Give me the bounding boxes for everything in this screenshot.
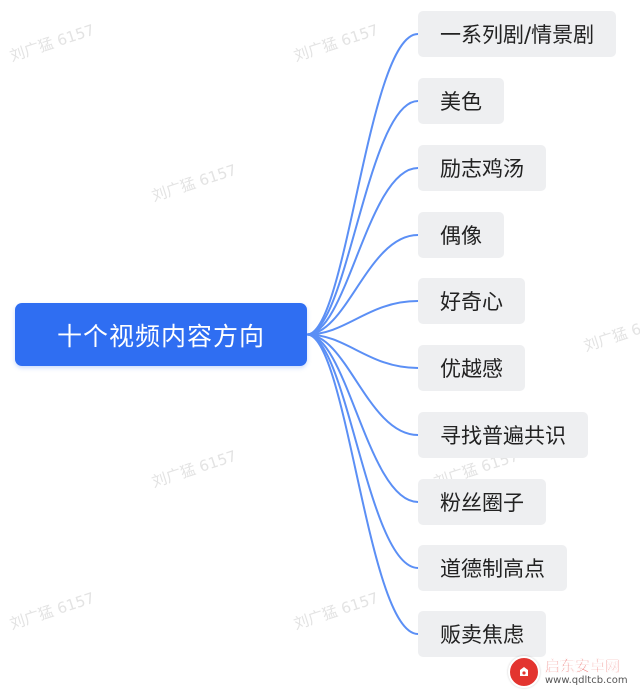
site-logo-name: 启东安卓网 bbox=[545, 656, 621, 675]
subtopic-node-series-drama[interactable]: 一系列剧/情景剧 bbox=[418, 11, 617, 57]
subtopic-label: 粉丝圈子 bbox=[440, 491, 524, 515]
subtopic-node-superiority[interactable]: 优越感 bbox=[418, 345, 525, 391]
subtopic-node-idol[interactable]: 偶像 bbox=[418, 212, 504, 258]
subtopic-label: 贩卖焦虑 bbox=[440, 623, 524, 647]
subtopic-label: 美色 bbox=[440, 90, 482, 114]
subtopic-node-selling-anxiety[interactable]: 贩卖焦虑 bbox=[418, 611, 546, 657]
subtopic-node-inspirational[interactable]: 励志鸡汤 bbox=[418, 145, 546, 191]
site-logo-icon bbox=[508, 656, 540, 688]
connector-line-5 bbox=[306, 333, 419, 369]
site-logo-url: www.qdltcb.com bbox=[545, 674, 628, 686]
subtopic-label: 偶像 bbox=[440, 224, 482, 248]
subtopic-label: 道德制高点 bbox=[440, 557, 545, 581]
connector-line-1 bbox=[306, 100, 419, 336]
subtopic-node-common-ground[interactable]: 寻找普遍共识 bbox=[418, 412, 588, 458]
subtopic-label: 寻找普遍共识 bbox=[440, 424, 566, 448]
connector-line-6 bbox=[306, 333, 419, 436]
site-logo: 启东安卓网 www.qdltcb.com bbox=[508, 656, 628, 688]
connector-line-9 bbox=[306, 333, 419, 635]
connector-line-8 bbox=[306, 333, 419, 569]
connector-line-4 bbox=[306, 300, 419, 336]
connector-line-3 bbox=[306, 234, 419, 336]
subtopic-label: 一系列剧/情景剧 bbox=[440, 23, 595, 47]
subtopic-node-curiosity[interactable]: 好奇心 bbox=[418, 278, 525, 324]
subtopic-label: 好奇心 bbox=[440, 290, 503, 314]
connector-line-2 bbox=[306, 167, 419, 336]
subtopic-node-beauty[interactable]: 美色 bbox=[418, 78, 504, 124]
subtopic-label: 励志鸡汤 bbox=[440, 157, 524, 181]
root-topic-label: 十个视频内容方向 bbox=[56, 321, 265, 351]
root-topic-node[interactable]: 十个视频内容方向 bbox=[15, 303, 307, 366]
subtopic-node-moral-high-ground[interactable]: 道德制高点 bbox=[418, 545, 567, 591]
subtopic-label: 优越感 bbox=[440, 357, 503, 381]
connector-line-7 bbox=[306, 333, 419, 503]
connector-line-0 bbox=[306, 33, 419, 336]
subtopic-node-fan-circle[interactable]: 粉丝圈子 bbox=[418, 479, 546, 525]
